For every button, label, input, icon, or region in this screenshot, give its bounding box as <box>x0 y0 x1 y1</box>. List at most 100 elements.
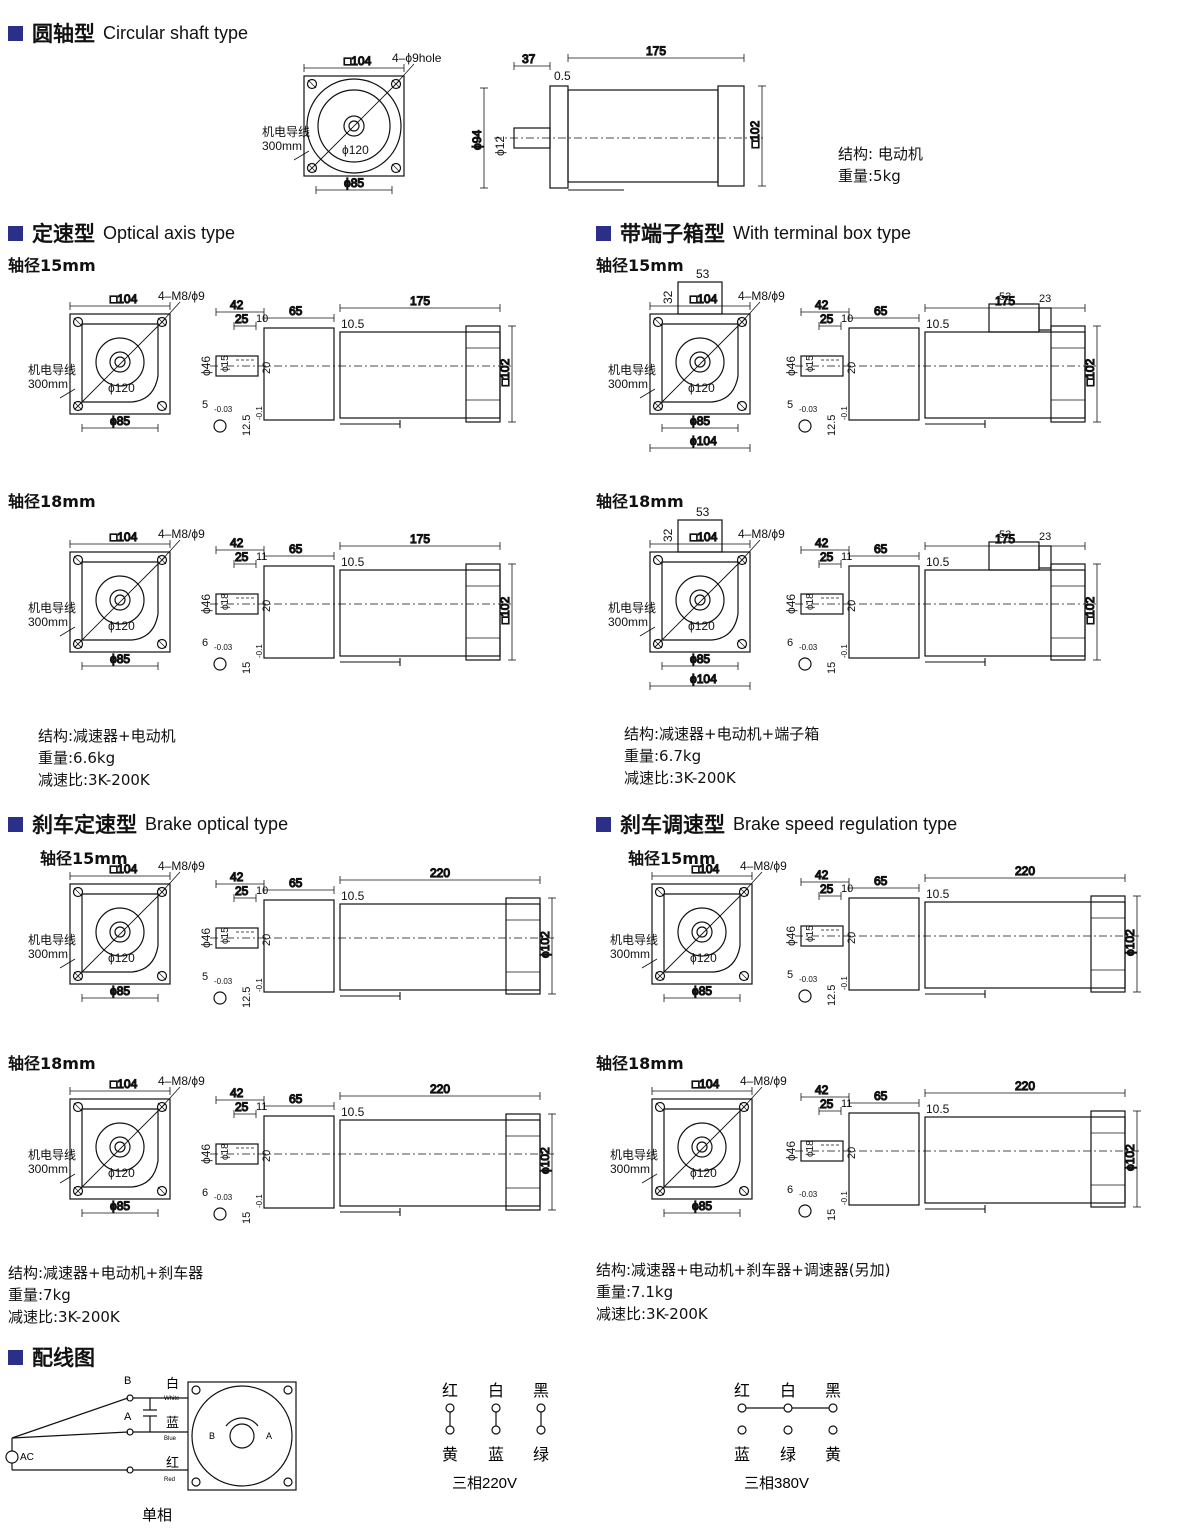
mount-hole <box>72 638 84 650</box>
shaft-15-label: 轴径15mm <box>40 849 128 868</box>
mount-hole <box>156 886 168 898</box>
mount-hole <box>390 162 402 174</box>
dimension-label: 23 <box>1039 531 1051 543</box>
dimension-label: 25 <box>235 1100 249 1114</box>
dimension-label: 32 <box>661 290 675 304</box>
lead-wire-text: 机电导线 <box>28 1148 76 1162</box>
lead-wire-text: 机电导线 <box>262 125 310 139</box>
mount-hole <box>654 970 666 982</box>
dimension-label: 42 <box>230 1086 244 1100</box>
dimension-label: 5 <box>202 399 208 411</box>
section-title-en: With terminal box type <box>733 222 912 243</box>
dimension-label: 10 <box>841 883 853 895</box>
end-cap <box>717 85 745 187</box>
diameter-label: ϕ120 <box>690 951 717 965</box>
dimension-label: 10.5 <box>926 887 950 901</box>
hole-spec-label: 4–M8/ϕ9 <box>158 527 205 541</box>
dimension-label: 25 <box>235 550 249 564</box>
dimension-label: -0.1 <box>255 406 264 420</box>
three-phase-380-caption: 三相380V <box>744 1475 809 1492</box>
dimension-label: 65 <box>289 304 303 318</box>
dimension-label: 53 <box>696 505 710 519</box>
dimension-label: □102 <box>498 358 512 386</box>
diameter-label: ϕ46 <box>199 1144 213 1164</box>
lead-wire-text: 机电导线 <box>608 363 656 377</box>
mount-hole <box>156 554 168 566</box>
shaft-15-label: 轴径15mm <box>8 256 96 275</box>
shaft-18-label: 轴径18mm <box>8 1054 96 1073</box>
dimension-label: 6 <box>202 637 208 649</box>
section-marker <box>596 225 611 241</box>
diameter-label: ϕ120 <box>108 381 135 395</box>
dimension-label: 42 <box>230 870 244 884</box>
terminal-a-label: A <box>124 1411 132 1423</box>
spec-ratio: 减速比:3K-200K <box>8 1308 120 1326</box>
diameter-label: ϕ120 <box>688 619 715 633</box>
dimension-label: 20 <box>846 362 858 374</box>
dimension-label: 11 <box>841 1098 852 1110</box>
section-header-optical: 定速型 Optical axis type <box>8 218 235 248</box>
dimension-label: 10.5 <box>341 889 365 903</box>
section-marker <box>596 816 611 832</box>
shaft-15-label: 轴径15mm <box>596 256 684 275</box>
dimension-label: 10.5 <box>341 555 365 569</box>
end-cap <box>465 563 501 661</box>
mount-hole <box>736 638 748 650</box>
diameter-label: ϕ15 <box>220 355 231 372</box>
dimension-label: ϕ102 <box>538 931 552 958</box>
dimension-label: 15 <box>241 1212 253 1224</box>
dimension-label: -0.1 <box>255 978 264 992</box>
section-title-zh: 刹车调速型 <box>620 813 725 837</box>
dimension-label: 65 <box>874 874 888 888</box>
diameter-label: ϕ46 <box>784 926 798 946</box>
dimension-label: ϕ104 <box>690 672 717 686</box>
flange-outline <box>649 313 751 415</box>
mount-hole <box>738 1185 750 1197</box>
dimension-label: ϕ102 <box>1123 1144 1137 1171</box>
end-cap <box>1050 325 1086 423</box>
diameter-label: ϕ46 <box>784 356 798 376</box>
hole-spec-label: 4–M8/ϕ9 <box>158 1074 205 1088</box>
wire-blue-en: Blue <box>164 1436 177 1442</box>
dimension-label: -0.1 <box>840 1191 849 1205</box>
diameter-label: ϕ46 <box>199 594 213 614</box>
dimension-label: □104 <box>110 292 138 306</box>
spec-weight: 重量:7.1kg <box>596 1283 674 1301</box>
dimension-label: 0.5 <box>554 69 571 83</box>
spec-block-optical: 结构:减速器+电动机 重量:6.6kg 减速比:3K-200K <box>38 725 176 791</box>
lead-wire-text: 机电导线 <box>610 1148 658 1162</box>
dimension-label: 20 <box>261 1150 273 1162</box>
dimension-label: 25 <box>820 312 834 326</box>
diameter-label: ϕ15 <box>220 927 231 944</box>
mount-hole <box>72 1101 84 1113</box>
dimension-label: 20 <box>261 600 273 612</box>
dimension-label: 15 <box>241 662 253 674</box>
wire-bottom-3: 黄 <box>825 1446 841 1464</box>
dimension-label: ϕ94 <box>470 130 484 150</box>
wire-top-2: 白 <box>780 1382 796 1400</box>
dimension-label: □104 <box>110 530 138 544</box>
diameter-label: ϕ120 <box>688 381 715 395</box>
gear-head <box>263 565 335 659</box>
lead-wire-text: 机电导线 <box>28 601 76 615</box>
dimension-label: -0.03 <box>799 643 818 652</box>
dimension-label: 10.5 <box>341 317 365 331</box>
diameter-label: ϕ15 <box>805 925 816 942</box>
dimension-label: 65 <box>289 1092 303 1106</box>
dimension-label: 53 <box>999 529 1011 541</box>
dimension-label: -0.1 <box>255 1194 264 1208</box>
mount-hole <box>652 400 664 412</box>
wire-bottom-3: 绿 <box>533 1446 549 1464</box>
dimension-label: ϕ85 <box>690 414 710 428</box>
hole-spec-label: 4–M8/ϕ9 <box>740 1074 787 1088</box>
